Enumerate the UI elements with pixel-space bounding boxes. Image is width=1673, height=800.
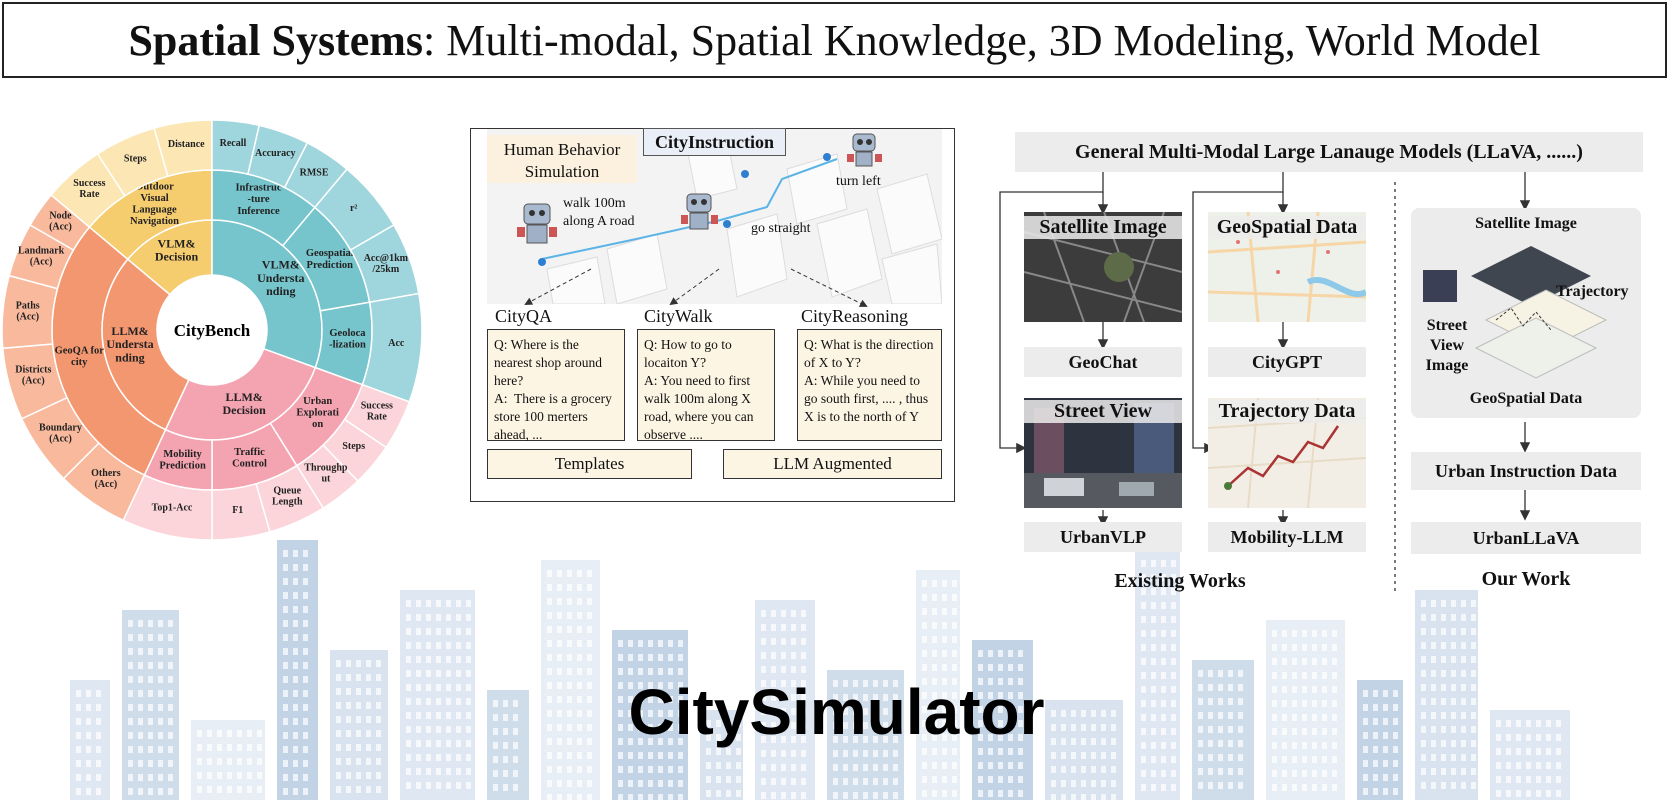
our-geospatial-label: GeoSpatial Data bbox=[1469, 390, 1583, 407]
title-rest: : Multi-modal, Spatial Knowledge, 3D Mod… bbox=[423, 15, 1541, 65]
our-street-view-label: Street View Image bbox=[1425, 317, 1469, 374]
task-name-cityreasoning: CityReasoning bbox=[801, 306, 908, 326]
outer-sector-label: Acc bbox=[388, 338, 405, 349]
task-card-cityreasoning: Q: What is the direction of X to Y? A: W… bbox=[797, 329, 942, 441]
page-title: Spatial Systems: Multi-modal, Spatial Kn… bbox=[2, 2, 1667, 78]
inner-sector-label: LLM&Decision bbox=[222, 390, 266, 417]
satellite-image-label: Satellite Image bbox=[1024, 216, 1182, 239]
task-card-cityqa: Q: Where is the nearest shop around here… bbox=[487, 329, 625, 442]
outer-sector-label: Landmark(Acc) bbox=[18, 246, 65, 268]
outer-sector-label: Recall bbox=[220, 138, 247, 149]
task-name-citywalk: CityWalk bbox=[644, 306, 713, 326]
urbanllava-label: UrbanLLaVA bbox=[1411, 522, 1641, 554]
trajectory-data-label: Trajectory Data bbox=[1208, 400, 1366, 423]
robot-icon bbox=[681, 193, 718, 230]
outer-sector-label: RMSE bbox=[300, 168, 329, 179]
outer-sector-label: Steps bbox=[124, 154, 147, 165]
robot-icon bbox=[517, 203, 557, 244]
outer-sector-label: r² bbox=[350, 203, 357, 214]
outer-sector-label: Accuracy bbox=[255, 148, 296, 159]
outer-sector-label: Steps bbox=[342, 441, 365, 452]
outer-sector-label: F1 bbox=[232, 505, 243, 516]
cityinstruction-panel: Human Behavior Simulation CityInstructio… bbox=[470, 128, 955, 502]
outer-sector-label: Districts(Acc) bbox=[15, 364, 51, 386]
outer-sector-label: Others(Acc) bbox=[91, 468, 121, 490]
outer-sector-label: Node(Acc) bbox=[49, 210, 72, 232]
citysimulator-title: CitySimulator bbox=[628, 676, 1045, 748]
outer-sector-label: Top1-Acc bbox=[152, 503, 193, 514]
turn-left-label: turn left bbox=[836, 174, 881, 189]
citybench-center bbox=[157, 275, 267, 385]
robot-icon bbox=[847, 133, 882, 167]
our-work-input-box bbox=[1411, 208, 1641, 418]
urban-instruction-data-label: Urban Instruction Data bbox=[1411, 452, 1641, 490]
mobility-llm-label: Mobility-LLM bbox=[1208, 522, 1366, 552]
llm-augmented-label: LLM Augmented bbox=[723, 449, 942, 479]
middle-sector-label: Geoloca-lization bbox=[329, 328, 366, 351]
city-skyline-background bbox=[70, 540, 1570, 800]
geochat-label: GeoChat bbox=[1024, 347, 1182, 377]
citygpt-label: CityGPT bbox=[1208, 347, 1366, 377]
existing-works-caption: Existing Works bbox=[1114, 570, 1246, 592]
our-work-caption: Our Work bbox=[1481, 568, 1571, 590]
general-mllm-header: General Multi-Modal Large Lanauge Models… bbox=[1015, 132, 1643, 172]
human-behavior-simulation-label: Human Behavior Simulation bbox=[487, 135, 637, 183]
title-bold: Spatial Systems bbox=[128, 15, 424, 65]
outer-sector-label: Boundary(Acc) bbox=[39, 423, 82, 445]
task-card-citywalk: Q: How to go to locaiton Y? A: You need … bbox=[637, 329, 775, 442]
outer-sector bbox=[29, 193, 91, 252]
right-panel-connectors bbox=[999, 172, 1531, 592]
urbanvlp-label: UrbanVLP bbox=[1024, 522, 1182, 552]
inner-sector-label: VLM&Decision bbox=[155, 236, 199, 263]
walk-label: walk 100m along A road bbox=[563, 196, 635, 229]
citybench-center-label: CityBench bbox=[174, 321, 251, 340]
outer-sector-label: Acc@1km/25km bbox=[364, 253, 409, 275]
outer-sector-label: Paths(Acc) bbox=[16, 300, 40, 322]
outer-sector-label: Distance bbox=[168, 139, 205, 150]
go-straight-label: go straight bbox=[751, 221, 811, 236]
task-name-cityqa: CityQA bbox=[495, 306, 553, 326]
street-view-label: Street View bbox=[1024, 400, 1182, 423]
our-satellite-label: Satellite Image bbox=[1475, 215, 1577, 232]
templates-label: Templates bbox=[487, 449, 692, 479]
our-trajectory-label: Trajectory bbox=[1556, 283, 1629, 300]
geospatial-data-label: GeoSpatial Data bbox=[1208, 216, 1366, 239]
cityinstruction-title: CityInstruction bbox=[643, 128, 786, 156]
